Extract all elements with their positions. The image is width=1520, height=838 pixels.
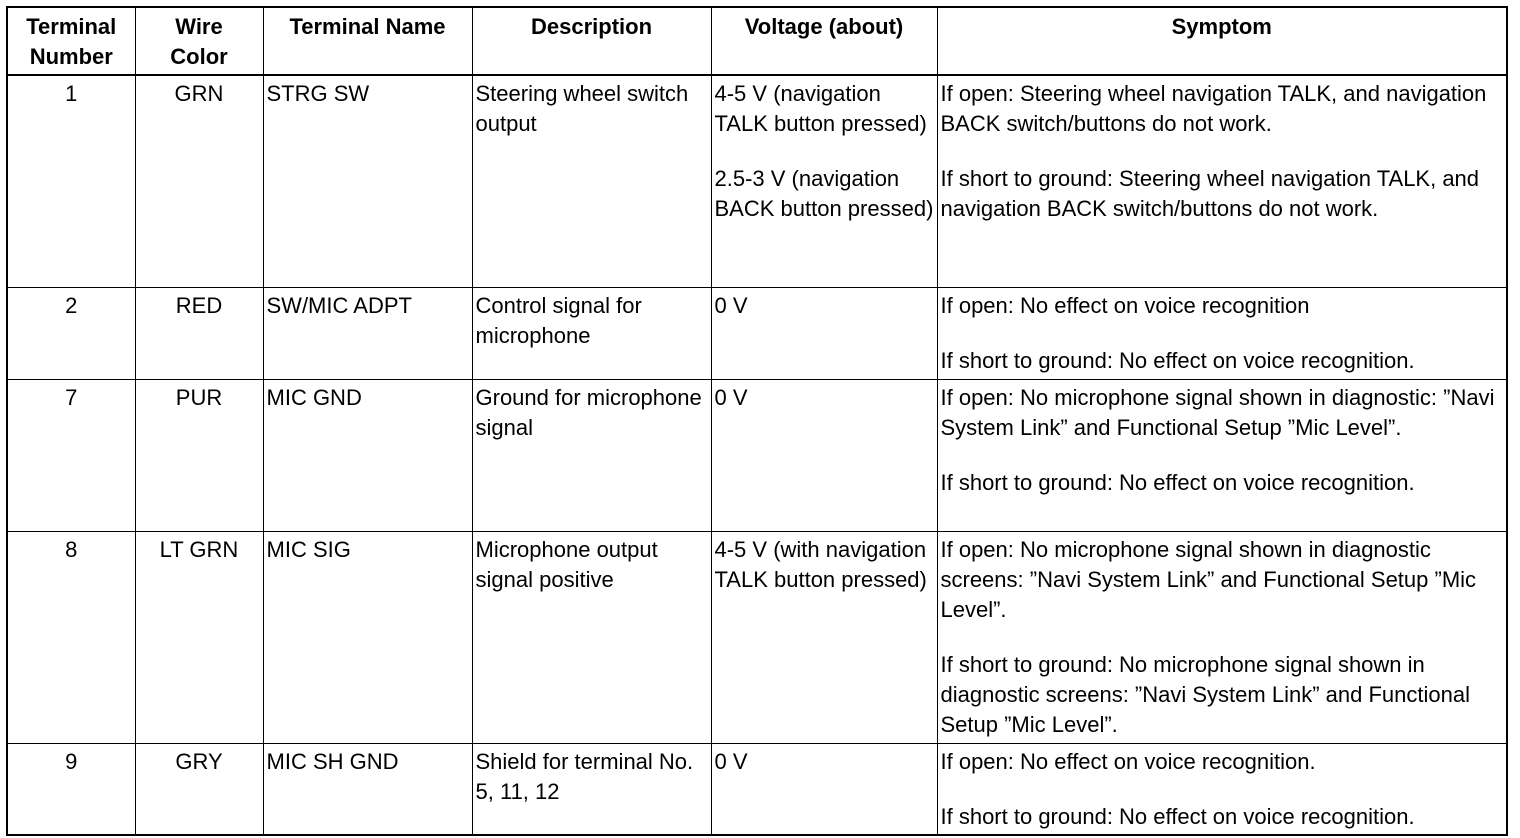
symptom-paragraph: If short to ground: No effect on voice r… <box>940 469 1415 495</box>
voltage-paragraph: 0 V <box>714 748 748 774</box>
wire-color-cell: LT GRN <box>134 530 264 744</box>
description-cell: Microphone output signal positive <box>471 530 712 744</box>
wire-color-cell: GRN <box>134 74 264 288</box>
header-wire-color: Wire Color <box>134 6 264 76</box>
wire-color-cell: RED <box>134 286 264 380</box>
description-cell: Ground for microphone signal <box>471 378 712 532</box>
voltage-cell: 0 V <box>710 742 938 836</box>
symptom-cell: If open: No microphone signal shown in d… <box>936 378 1508 532</box>
wire-color-cell: GRY <box>134 742 264 836</box>
voltage-cell: 4-5 V (with navigation TALK button press… <box>710 530 938 744</box>
terminal-name-cell: STRG SW <box>262 74 473 288</box>
symptom-paragraph: If open: No effect on voice recognition <box>940 292 1310 318</box>
voltage-paragraph: 0 V <box>714 292 748 318</box>
terminal-number-cell: 1 <box>6 74 136 288</box>
voltage-paragraph: 2.5-3 V (navigation BACK button pressed) <box>714 166 934 221</box>
symptom-paragraph: If short to ground: No effect on voice r… <box>940 803 1415 829</box>
header-voltage: Voltage (about) <box>710 6 938 76</box>
voltage-cell: 4-5 V (navigation TALK button pressed) 2… <box>710 74 938 288</box>
terminal-table: Terminal Number Wire Color Terminal Name… <box>6 6 1508 836</box>
symptom-cell: If open: Steering wheel navigation TALK,… <box>936 74 1508 288</box>
terminal-name-cell: MIC SIG <box>262 530 473 744</box>
terminal-name-cell: MIC SH GND <box>262 742 473 836</box>
description-cell: Shield for terminal No. 5, 11, 12 <box>471 742 712 836</box>
header-terminal-name: Terminal Name <box>262 6 473 76</box>
symptom-paragraph: If open: No effect on voice recognition. <box>940 748 1316 774</box>
terminal-name-cell: MIC GND <box>262 378 473 532</box>
terminal-number-cell: 8 <box>6 530 136 744</box>
symptom-cell: If open: No microphone signal shown in d… <box>936 530 1508 744</box>
terminal-number-cell: 9 <box>6 742 136 836</box>
table-row: 7 PUR MIC GND Ground for microphone sign… <box>6 378 1508 532</box>
terminal-number-cell: 2 <box>6 286 136 380</box>
symptom-paragraph: If open: No microphone signal shown in d… <box>940 536 1477 622</box>
symptom-paragraph: If open: No microphone signal shown in d… <box>940 384 1495 440</box>
symptom-paragraph: If short to ground: Steering wheel navig… <box>940 166 1480 221</box>
voltage-cell: 0 V <box>710 378 938 532</box>
terminal-name-cell: SW/MIC ADPT <box>262 286 473 380</box>
table-row: 8 LT GRN MIC SIG Microphone output signa… <box>6 530 1508 744</box>
table-header-row: Terminal Number Wire Color Terminal Name… <box>6 6 1508 76</box>
description-cell: Control signal for microphone <box>471 286 712 380</box>
table-row: 1 GRN STRG SW Steering wheel switch outp… <box>6 74 1508 288</box>
voltage-paragraph: 0 V <box>714 384 748 410</box>
voltage-cell: 0 V <box>710 286 938 380</box>
table-row: 9 GRY MIC SH GND Shield for terminal No.… <box>6 742 1508 836</box>
description-cell: Steering wheel switch output <box>471 74 712 288</box>
symptom-cell: If open: No effect on voice recognition … <box>936 286 1508 380</box>
wire-color-cell: PUR <box>134 378 264 532</box>
header-terminal-number: Terminal Number <box>6 6 136 76</box>
voltage-paragraph: 4-5 V (with navigation TALK button press… <box>714 536 927 592</box>
symptom-paragraph: If short to ground: No effect on voice r… <box>940 347 1415 373</box>
header-description: Description <box>471 6 712 76</box>
terminal-number-cell: 7 <box>6 378 136 532</box>
header-symptom: Symptom <box>936 6 1508 76</box>
symptom-paragraph: If short to ground: No microphone signal… <box>940 651 1470 737</box>
symptom-paragraph: If open: Steering wheel navigation TALK,… <box>940 81 1487 136</box>
voltage-paragraph: 4-5 V (navigation TALK button pressed) <box>714 81 927 136</box>
table-row: 2 RED SW/MIC ADPT Control signal for mic… <box>6 286 1508 380</box>
symptom-cell: If open: No effect on voice recognition.… <box>936 742 1508 836</box>
